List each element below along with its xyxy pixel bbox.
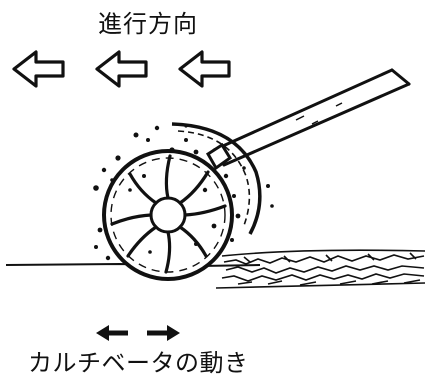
rotor-guard: [171, 122, 262, 235]
motion-arrow-left-icon: [96, 325, 128, 341]
soil-texture: [215, 249, 426, 289]
rotor-guard-inner: [177, 130, 251, 229]
travel-direction-label: 進行方向: [98, 10, 198, 38]
travel-arrow-right-icon: [178, 50, 231, 88]
motion-arrow-right-icon: [147, 325, 180, 341]
handle-scratches: [295, 102, 343, 125]
cultivator-motion-label: カルチベータの動き: [28, 349, 249, 377]
travel-arrow-middle-icon: [95, 50, 148, 88]
travel-arrows: [12, 50, 231, 88]
cultivator-handle: [212, 68, 411, 167]
handle-bracket: [205, 142, 233, 171]
soil-particles: [93, 124, 274, 261]
motion-arrows: [96, 325, 180, 341]
travel-arrow-left-icon: [12, 50, 65, 88]
rotor: [102, 149, 234, 281]
rotor-tines: [110, 154, 227, 274]
